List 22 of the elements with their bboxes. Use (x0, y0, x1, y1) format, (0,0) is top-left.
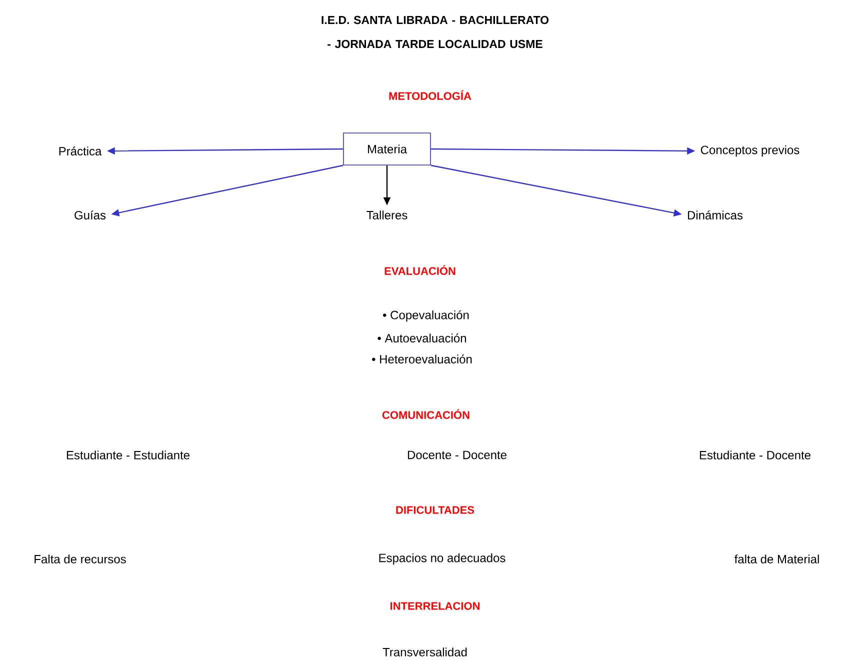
bullet-item: • Copevaluación (383, 310, 469, 322)
section-heading: INTERRELACION (390, 602, 480, 610)
process-box: Materia (343, 132, 431, 166)
section-heading: COMUNICACIÓN (382, 409, 470, 419)
node-text: Dinámicas (688, 210, 743, 220)
section-heading: DIFICULTADES (396, 506, 474, 514)
bullet-item: • Heteroevaluación (372, 354, 472, 364)
label-text: falta de Material (734, 554, 819, 564)
label-text: Docente - Docente (408, 450, 506, 460)
label-text: Estudiante - Estudiante (66, 450, 190, 460)
node-text: Conceptos previos (700, 145, 800, 157)
bullet-item: • Autoevaluación (378, 334, 466, 342)
section-heading: METODOLOGÍA (389, 90, 472, 100)
node-text: Práctica (59, 146, 102, 156)
node-text: Guías (74, 210, 106, 220)
label-text: Falta de recursos (34, 554, 126, 564)
node-text: Talleres (366, 210, 408, 220)
label-text: Espacios no adecuados (379, 553, 506, 565)
label-text: Estudiante - Docente (700, 450, 810, 460)
title: I.E.D. SANTA LIBRADA - BACHILLERATO - JORNADA TARDE LOCALIDAD USME (322, 16, 549, 48)
section-heading: EVALUACIÓN (384, 265, 456, 275)
label-text: Transversalidad (382, 648, 467, 656)
